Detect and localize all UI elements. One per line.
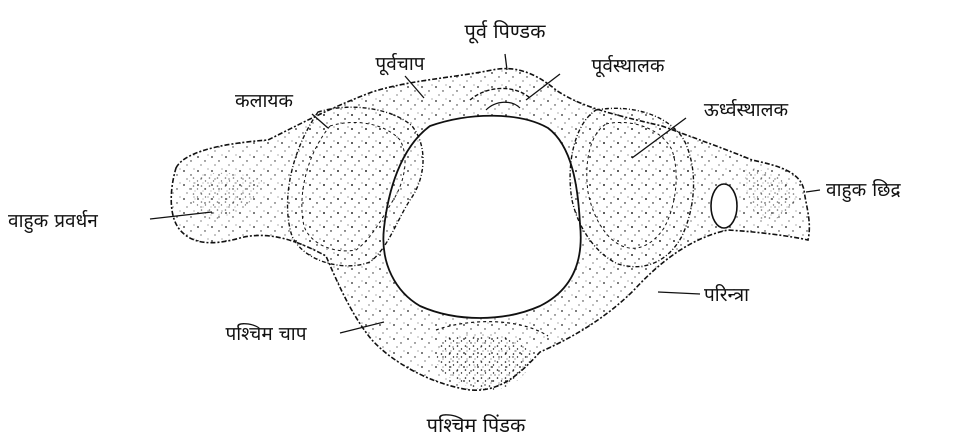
label-anterior-arch: पूर्वचाप xyxy=(375,52,425,76)
transverse-foramen xyxy=(711,184,737,228)
label-groove: परिन्त्रा xyxy=(704,283,750,306)
label-anterior-tubercle: पूर्व पिण्डक xyxy=(465,19,547,44)
label-posterior-tubercle: पश्चिम पिंडक xyxy=(427,413,526,437)
label-posterior-arch: पश्चिम चाप xyxy=(225,322,307,345)
label-lateral-mass: कलायक xyxy=(235,90,293,112)
label-transverse-process: वाहुक प्रवर्धन xyxy=(8,209,98,234)
label-superior-facet: ऊर्ध्वस्थालक xyxy=(704,98,789,121)
label-transverse-foramen: वाहुक छिद्र xyxy=(826,178,901,203)
label-anterior-facet: पूर्वस्थालक xyxy=(592,54,665,78)
